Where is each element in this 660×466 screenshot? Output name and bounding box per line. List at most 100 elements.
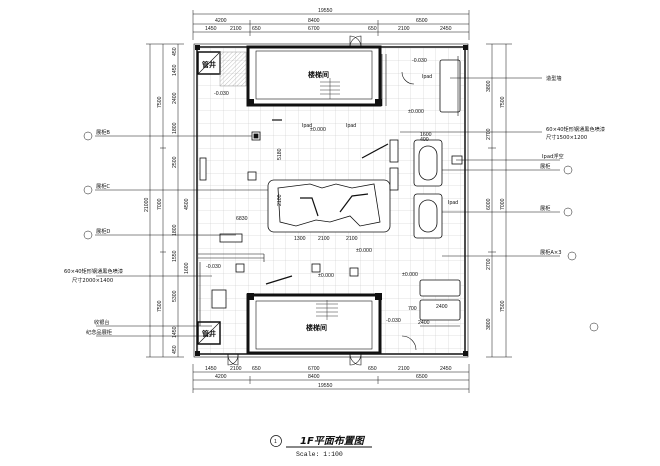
level-mark: -0.030 bbox=[214, 91, 229, 97]
dim-left-overall: 21000 bbox=[144, 197, 150, 212]
dim-left-sub: 2400 bbox=[172, 92, 178, 104]
label-cashier: 收银台 bbox=[94, 318, 110, 326]
dim-right-sub: 3800 bbox=[486, 80, 492, 92]
dim-left-sub: 4500 bbox=[184, 198, 190, 210]
ipad-mark: Ipad bbox=[302, 123, 312, 129]
dim-overall-bottom: 19550 bbox=[318, 383, 333, 389]
label-steel-frame-right: 60×40矩形钢通黑色喷漆 bbox=[546, 125, 605, 133]
dim-bottom-sub: 2450 bbox=[440, 366, 452, 372]
dim-bottom-sub: 2100 bbox=[230, 366, 242, 372]
drawing-title: 1F平面布置图 bbox=[300, 435, 366, 447]
stair-top-label: 楼梯间 bbox=[308, 70, 329, 79]
dim-left: 7500 bbox=[157, 96, 163, 108]
dim-top: 6500 bbox=[416, 18, 428, 24]
dim-inner: 5180 bbox=[277, 148, 283, 160]
dim-right-sub: 2700 bbox=[486, 258, 492, 270]
dim-bottom-sub: 650 bbox=[252, 366, 261, 372]
label-feature-wall: 造型墙 bbox=[546, 74, 562, 82]
dim-inner: 1600 bbox=[420, 132, 432, 138]
dim-top: 4200 bbox=[215, 18, 227, 24]
stair-bottom-label: 楼梯间 bbox=[306, 323, 327, 332]
level-mark: -0.030 bbox=[386, 318, 401, 324]
dim-left-sub: 450 bbox=[172, 47, 178, 56]
ipad-mark: Ipad bbox=[422, 74, 432, 80]
label-steel-size: 尺寸2000×1400 bbox=[72, 276, 113, 284]
dim-right: 7500 bbox=[500, 300, 506, 312]
right-leaders bbox=[400, 77, 599, 332]
label-ipad-float: Ipad浮空 bbox=[542, 152, 564, 160]
shaft-bottom-label: 管井 bbox=[202, 329, 216, 338]
stair-room-bottom bbox=[246, 293, 382, 355]
central-platform bbox=[267, 179, 391, 233]
dim-inner: 400 bbox=[420, 137, 429, 143]
dim-inner: 2100 bbox=[346, 236, 358, 242]
label-souvenir: 纪念品展柜 bbox=[86, 328, 112, 336]
dim-left-sub: 1450 bbox=[172, 64, 178, 76]
level-mark: ±0.000 bbox=[356, 248, 372, 254]
dim-left: 7000 bbox=[157, 198, 163, 210]
dim-inner: 2400 bbox=[436, 304, 448, 310]
dim-bottom-sub: 650 bbox=[368, 366, 377, 372]
dimension-lines-left bbox=[146, 43, 184, 358]
dim-right-sub: 6000 bbox=[486, 198, 492, 210]
dim-bottom: 4200 bbox=[215, 374, 227, 380]
dim-left-sub: 1450 bbox=[172, 326, 178, 338]
ipad-mark: Ipad bbox=[346, 123, 356, 129]
dim-inner: 6830 bbox=[236, 216, 248, 222]
dimension-lines-right bbox=[486, 43, 512, 358]
furniture bbox=[199, 131, 463, 309]
dim-left-sub: 1600 bbox=[184, 262, 190, 274]
detail-number: 1 bbox=[274, 439, 277, 445]
dim-bottom-sub: 2100 bbox=[398, 366, 410, 372]
label-showcase-a3: 展柜A×3 bbox=[540, 248, 562, 256]
shaft-top bbox=[197, 51, 247, 87]
dim-right-sub: 2700 bbox=[486, 128, 492, 140]
level-mark: ±0.000 bbox=[318, 273, 334, 279]
doors bbox=[227, 35, 417, 366]
dim-inner: 2100 bbox=[318, 236, 330, 242]
dim-left-sub: 2500 bbox=[172, 156, 178, 168]
dim-top-sub: 650 bbox=[368, 26, 377, 32]
level-mark: -0.030 bbox=[412, 58, 427, 64]
dim-top-sub: 650 bbox=[252, 26, 261, 32]
dim-top-sub: 2100 bbox=[230, 26, 242, 32]
title-block bbox=[270, 435, 372, 448]
dimension-lines-top bbox=[192, 10, 470, 40]
dim-top-sub: 2450 bbox=[440, 26, 452, 32]
dim-left: 7500 bbox=[157, 300, 163, 312]
dim-overall-top: 19550 bbox=[318, 8, 333, 14]
dim-bottom: 8400 bbox=[308, 374, 320, 380]
dim-right: 7000 bbox=[500, 198, 506, 210]
ipad-mark: Ipad bbox=[448, 200, 458, 206]
drawing-scale: Scale: 1:100 bbox=[296, 451, 343, 458]
dim-top-sub: 2100 bbox=[398, 26, 410, 32]
level-mark: -0.030 bbox=[206, 264, 221, 270]
dim-bottom-sub: 6700 bbox=[308, 366, 320, 372]
dim-right-sub: 3800 bbox=[486, 318, 492, 330]
dim-inner: 700 bbox=[408, 306, 417, 312]
dim-left-sub: 1800 bbox=[172, 122, 178, 134]
dim-inner: 2400 bbox=[418, 320, 430, 326]
shaft-top-label: 管井 bbox=[202, 60, 216, 69]
level-mark: ±0.000 bbox=[402, 272, 418, 278]
dim-inner: 1300 bbox=[294, 236, 306, 242]
dim-top-sub: 6700 bbox=[308, 26, 320, 32]
label-steel-frame: 60×40矩形钢通黑色喷漆 bbox=[64, 267, 123, 275]
label-showcase-d: 展柜D bbox=[96, 227, 110, 235]
dim-left-sub: 450 bbox=[172, 345, 178, 354]
stair-room-top bbox=[246, 45, 382, 107]
shaft-bottom bbox=[197, 321, 221, 345]
dim-left-sub: 1550 bbox=[172, 250, 178, 262]
dim-left-sub: 1800 bbox=[172, 224, 178, 236]
label-steel-size-right: 尺寸1500×1200 bbox=[546, 133, 587, 141]
dim-right: 7500 bbox=[500, 96, 506, 108]
label-showcase-r2: 展柜 bbox=[540, 204, 550, 212]
dim-bottom: 6500 bbox=[416, 374, 428, 380]
label-showcase-b: 展柜B bbox=[96, 128, 110, 136]
dim-top: 8400 bbox=[308, 18, 320, 24]
label-showcase-r1: 展柜 bbox=[540, 162, 550, 170]
level-mark: ±0.000 bbox=[408, 109, 424, 115]
dim-inner: 2100 bbox=[277, 194, 283, 206]
dimension-lines-bottom bbox=[192, 364, 470, 393]
